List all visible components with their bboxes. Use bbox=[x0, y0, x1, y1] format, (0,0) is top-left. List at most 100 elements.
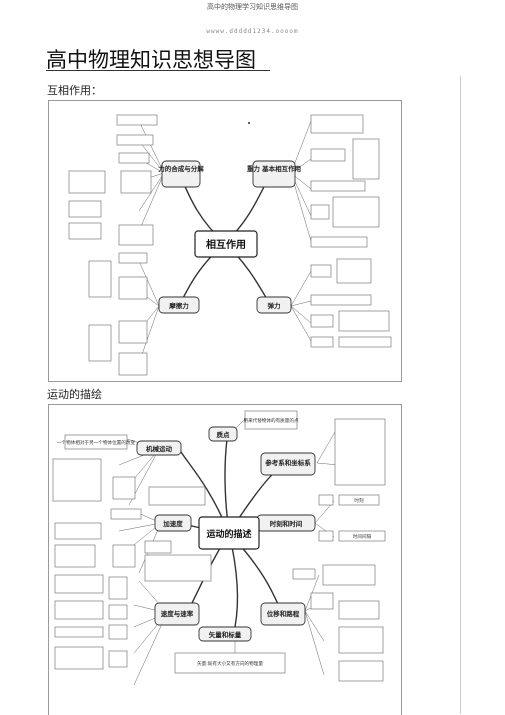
hub-elastic-label: 弹力 bbox=[268, 301, 282, 310]
hub-mech-label: 机械运动 bbox=[146, 444, 173, 453]
leaf-box bbox=[108, 650, 128, 668]
leaf-box bbox=[334, 418, 386, 486]
leaf-box bbox=[108, 576, 128, 600]
leaf-box bbox=[108, 604, 128, 620]
vec-note: 矢量:既有大小又有方向的物理量 bbox=[197, 660, 263, 667]
leaf-box bbox=[112, 544, 136, 568]
mech-note: 一个物体相对于另一个物体位置的改变 bbox=[57, 439, 136, 446]
leaf-box bbox=[116, 114, 158, 126]
interval-label: 时间间隔 bbox=[353, 533, 372, 540]
leaf-box bbox=[310, 236, 368, 248]
leaf-lines bbox=[138, 120, 165, 232]
leaf-box bbox=[322, 564, 376, 586]
hub-speed-label: 速度与速率 bbox=[161, 609, 194, 618]
leaf-box bbox=[338, 660, 384, 682]
section-label-interaction: 互相作用： bbox=[47, 84, 102, 97]
leaf-lines bbox=[290, 270, 312, 342]
hub-friction-label: 摩擦力 bbox=[169, 301, 189, 310]
mindmap-interaction-svg: 力的合成与分解 重力 基本相互作用 摩擦力 弹力 相互作用 bbox=[68, 114, 392, 376]
leaf-box bbox=[118, 224, 154, 246]
hub-frame bbox=[260, 452, 316, 476]
leaf-box bbox=[68, 170, 106, 194]
leaf-box bbox=[310, 294, 372, 306]
hub-friction bbox=[158, 296, 200, 314]
leaf-box bbox=[54, 626, 104, 638]
leaf-box bbox=[52, 458, 102, 502]
hub-point bbox=[208, 426, 238, 442]
leaf-box bbox=[336, 258, 372, 284]
leaf-box bbox=[144, 540, 172, 554]
leaf-box bbox=[118, 352, 148, 376]
leaf-box bbox=[88, 260, 112, 298]
leaf-box bbox=[148, 486, 206, 506]
leaf-box bbox=[68, 200, 102, 218]
leaf-box bbox=[310, 264, 332, 278]
center-node-label: 运动的描述 bbox=[206, 528, 251, 540]
leaf-box bbox=[120, 170, 152, 194]
leaf-box bbox=[116, 134, 154, 146]
leaf-box bbox=[54, 544, 96, 568]
leaf-box bbox=[118, 276, 148, 300]
hub-frame-label: 参考系和坐标系 bbox=[265, 458, 311, 467]
leaf-lines bbox=[304, 574, 325, 676]
leaf-lines bbox=[133, 580, 168, 686]
leaf-box bbox=[310, 148, 346, 162]
leaf-box bbox=[54, 522, 102, 540]
leaf-box bbox=[118, 152, 150, 164]
document-header: 高中的物理学习知识思维导图 bbox=[207, 3, 298, 11]
leaf-box bbox=[54, 646, 104, 670]
leaf-box bbox=[108, 624, 128, 640]
leaf-box-vec-note bbox=[174, 652, 286, 674]
leaf-lines bbox=[118, 508, 162, 574]
hub-vec bbox=[198, 626, 252, 642]
hub-compose bbox=[161, 160, 201, 188]
center-node bbox=[194, 230, 258, 258]
leaf-box bbox=[310, 592, 334, 610]
hub-disp-label: 位移和路程 bbox=[267, 609, 300, 618]
leaf-lines bbox=[290, 120, 312, 242]
leaf-lines bbox=[138, 260, 160, 364]
hub-speed bbox=[154, 602, 200, 626]
hub-disp bbox=[260, 602, 306, 626]
leaf-box bbox=[318, 530, 334, 542]
leaf-box bbox=[118, 252, 148, 264]
leaf-box bbox=[338, 626, 384, 654]
dot-mark bbox=[248, 122, 250, 124]
leaf-box-point-note bbox=[244, 410, 298, 430]
hub-gravity-label: 重力 基本相互作用 bbox=[247, 164, 301, 173]
leaf-box-mech-note bbox=[64, 434, 128, 450]
leaf-box bbox=[310, 336, 334, 348]
leaf-box bbox=[292, 568, 316, 580]
leaf-box bbox=[310, 204, 330, 220]
leaf-box bbox=[310, 180, 366, 192]
hub-elastic bbox=[256, 296, 292, 314]
leaf-box bbox=[338, 600, 380, 620]
hub-accel-label: 加速度 bbox=[162, 519, 183, 528]
section-label-motion: 运动的描绘 bbox=[47, 388, 102, 401]
leaf-box bbox=[332, 196, 380, 228]
leaf-box-interval bbox=[338, 530, 386, 542]
leaf-box bbox=[54, 574, 104, 594]
mindmap-interaction: 力的合成与分解 重力 基本相互作用 摩擦力 弹力 相互作用 bbox=[48, 100, 402, 382]
leaf-box bbox=[68, 222, 102, 240]
mindmap-motion-svg: 一个物体相对于另一个物体位置的改变 用来代替物体的有质量的点 时刻 时间间隔 bbox=[52, 410, 386, 686]
mindmap-motion: 一个物体相对于另一个物体位置的改变 用来代替物体的有质量的点 时刻 时间间隔 bbox=[48, 404, 402, 715]
leaf-box bbox=[54, 600, 104, 620]
center-node bbox=[198, 516, 260, 550]
hub-compose-label: 力的合成与分解 bbox=[158, 164, 204, 173]
center-node-label: 相互作用 bbox=[206, 238, 246, 251]
url-line: wwww.ddddd1234.oooom bbox=[206, 28, 299, 35]
leaf-box bbox=[310, 114, 364, 134]
title-underline bbox=[46, 70, 270, 71]
leaf-box bbox=[352, 138, 380, 180]
page-margin-rule bbox=[460, 76, 461, 714]
leaf-box bbox=[144, 554, 212, 582]
leaf-box bbox=[318, 494, 334, 506]
leaf-box bbox=[310, 314, 334, 328]
hub-accel bbox=[154, 514, 192, 532]
page-title: 高中物理知识思想导图 bbox=[46, 48, 256, 72]
leaf-box bbox=[110, 508, 142, 520]
leaf-box bbox=[118, 320, 148, 344]
leaf-box bbox=[112, 476, 136, 500]
hub-point-label: 质点 bbox=[217, 430, 231, 439]
